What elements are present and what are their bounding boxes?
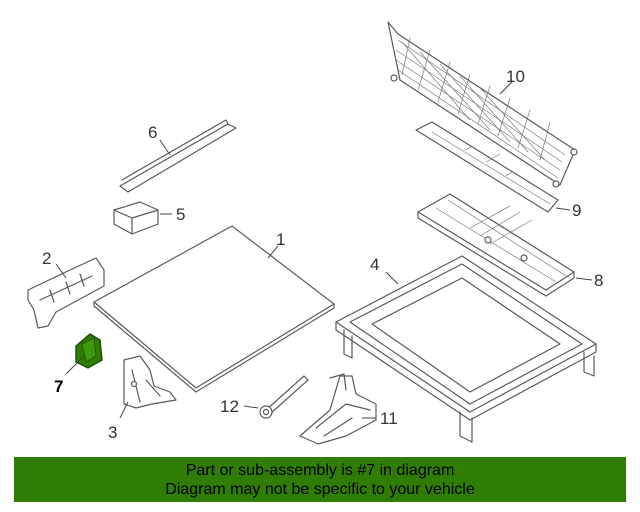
part-9-sill-trim[interactable]	[415, 121, 559, 213]
parts-diagram: 10 6 5 1 2 7 3	[27, 21, 603, 445]
part-11-jack[interactable]	[299, 373, 377, 445]
callout-7: 7	[54, 377, 63, 396]
part-8-floor-panel[interactable]	[417, 193, 575, 297]
part-5-block[interactable]	[113, 201, 159, 235]
part-7-highlighted-component[interactable]	[75, 333, 103, 369]
notice-line-2: Diagram may not be specific to your vehi…	[165, 481, 475, 498]
callout-4: 4	[370, 255, 379, 274]
callout-10: 10	[506, 67, 525, 86]
part-3-bracket[interactable]	[123, 355, 177, 409]
part-6-trim-strip[interactable]	[119, 119, 237, 193]
callout-11: 11	[380, 409, 398, 428]
part-2-bracket[interactable]	[27, 257, 105, 329]
notice-banner: Part or sub-assembly is #7 in diagram Di…	[14, 457, 626, 502]
callout-9: 9	[572, 201, 581, 220]
callout-1: 1	[276, 230, 285, 249]
part-4-tray-frame[interactable]	[335, 255, 597, 443]
callout-12: 12	[220, 397, 239, 416]
notice-line-1: Part or sub-assembly is #7 in diagram	[185, 462, 455, 479]
callout-6: 6	[148, 123, 157, 142]
callout-2: 2	[42, 249, 51, 268]
part-12-wrench[interactable]	[259, 375, 309, 419]
callout-5: 5	[176, 205, 185, 224]
callout-3: 3	[108, 423, 117, 442]
part-1-floor-board[interactable]	[93, 225, 335, 393]
part-10-cargo-net[interactable]	[387, 21, 578, 188]
callout-8: 8	[594, 271, 603, 290]
